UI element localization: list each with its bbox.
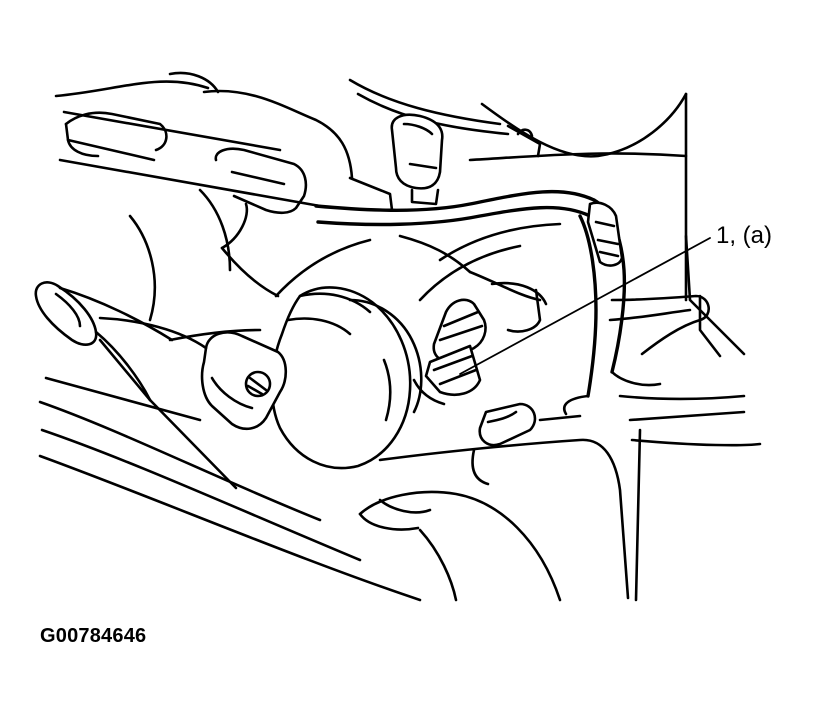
frame-rails	[38, 246, 422, 602]
actuator-mounting-flange	[200, 331, 288, 431]
right-pipe-bracket	[563, 294, 762, 602]
callout-label: 1, (a)	[716, 222, 773, 249]
bolt-icon	[244, 370, 272, 398]
left-mount-bracket	[34, 147, 308, 402]
body-panel	[480, 92, 746, 358]
callout-leader	[459, 237, 711, 375]
top-connector	[390, 113, 444, 206]
upper-piping	[98, 234, 548, 350]
upper-intake-structure	[54, 71, 688, 212]
hose-fitting	[412, 298, 487, 406]
lower-body-hose	[358, 402, 630, 602]
figure-id: G00784646	[40, 625, 147, 647]
actuator-body	[270, 286, 423, 470]
wiring-harness	[314, 189, 627, 398]
